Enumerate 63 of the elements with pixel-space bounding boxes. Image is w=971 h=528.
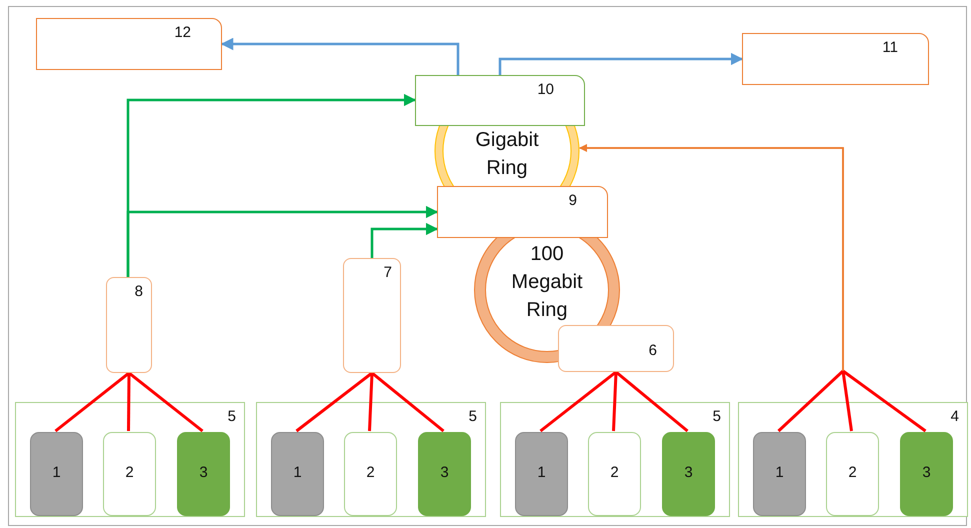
connector	[368, 372, 374, 432]
connector	[127, 372, 130, 432]
connector	[126, 206, 438, 277]
group-panel	[15, 402, 245, 517]
group-number: 5	[228, 409, 236, 424]
box-number: 9	[568, 193, 577, 208]
box-number: 11	[882, 40, 898, 55]
connector	[540, 370, 617, 432]
box-number: 6	[648, 343, 657, 358]
device-number: 2	[365, 465, 376, 480]
device-number: 1	[292, 465, 303, 480]
group-number: 5	[712, 409, 721, 424]
device-card	[30, 432, 83, 516]
connector	[128, 372, 204, 432]
device-number: 3	[683, 465, 694, 480]
device-box	[415, 75, 585, 126]
group-panel	[738, 402, 968, 517]
device-number: 3	[198, 465, 209, 480]
device-card	[826, 432, 879, 516]
device-number: 2	[124, 465, 135, 480]
connector	[615, 370, 688, 432]
device-number: 3	[439, 465, 450, 480]
ring-label: 100 Megabit Ring	[510, 242, 584, 323]
ring-label: Gigabit Ring	[474, 128, 540, 181]
connector	[371, 372, 444, 432]
ring	[432, 126, 582, 186]
device-card	[418, 432, 471, 516]
device-number: 1	[51, 465, 62, 480]
connector	[579, 144, 926, 432]
device-card	[271, 432, 324, 516]
device-card	[588, 432, 641, 516]
device-card	[344, 432, 397, 516]
device-card	[662, 432, 715, 516]
group-panel	[256, 402, 486, 517]
device-card	[103, 432, 156, 516]
device-box	[106, 277, 152, 373]
device-number: 1	[536, 465, 547, 480]
group-panel	[500, 402, 730, 517]
box-number: 8	[134, 284, 143, 299]
box-number: 7	[384, 265, 392, 280]
device-number: 3	[921, 465, 932, 480]
connector	[498, 52, 744, 75]
device-box	[558, 325, 674, 372]
connector	[220, 38, 460, 75]
group-number: 5	[468, 409, 477, 424]
device-number: 1	[774, 465, 785, 480]
device-box	[742, 33, 929, 85]
device-box	[343, 258, 401, 373]
device-number: 2	[609, 465, 620, 480]
connector	[54, 372, 130, 432]
group-number: 4	[950, 409, 959, 424]
box-number: 10	[537, 82, 554, 97]
device-card	[900, 432, 953, 516]
device-box	[36, 18, 222, 70]
connector	[296, 372, 373, 432]
device-card	[753, 432, 806, 516]
box-number: 12	[174, 25, 191, 40]
device-card	[177, 432, 230, 516]
connector	[612, 372, 618, 432]
device-card	[515, 432, 568, 516]
connector	[370, 222, 438, 258]
device-box	[437, 186, 608, 238]
device-number: 2	[847, 465, 858, 480]
